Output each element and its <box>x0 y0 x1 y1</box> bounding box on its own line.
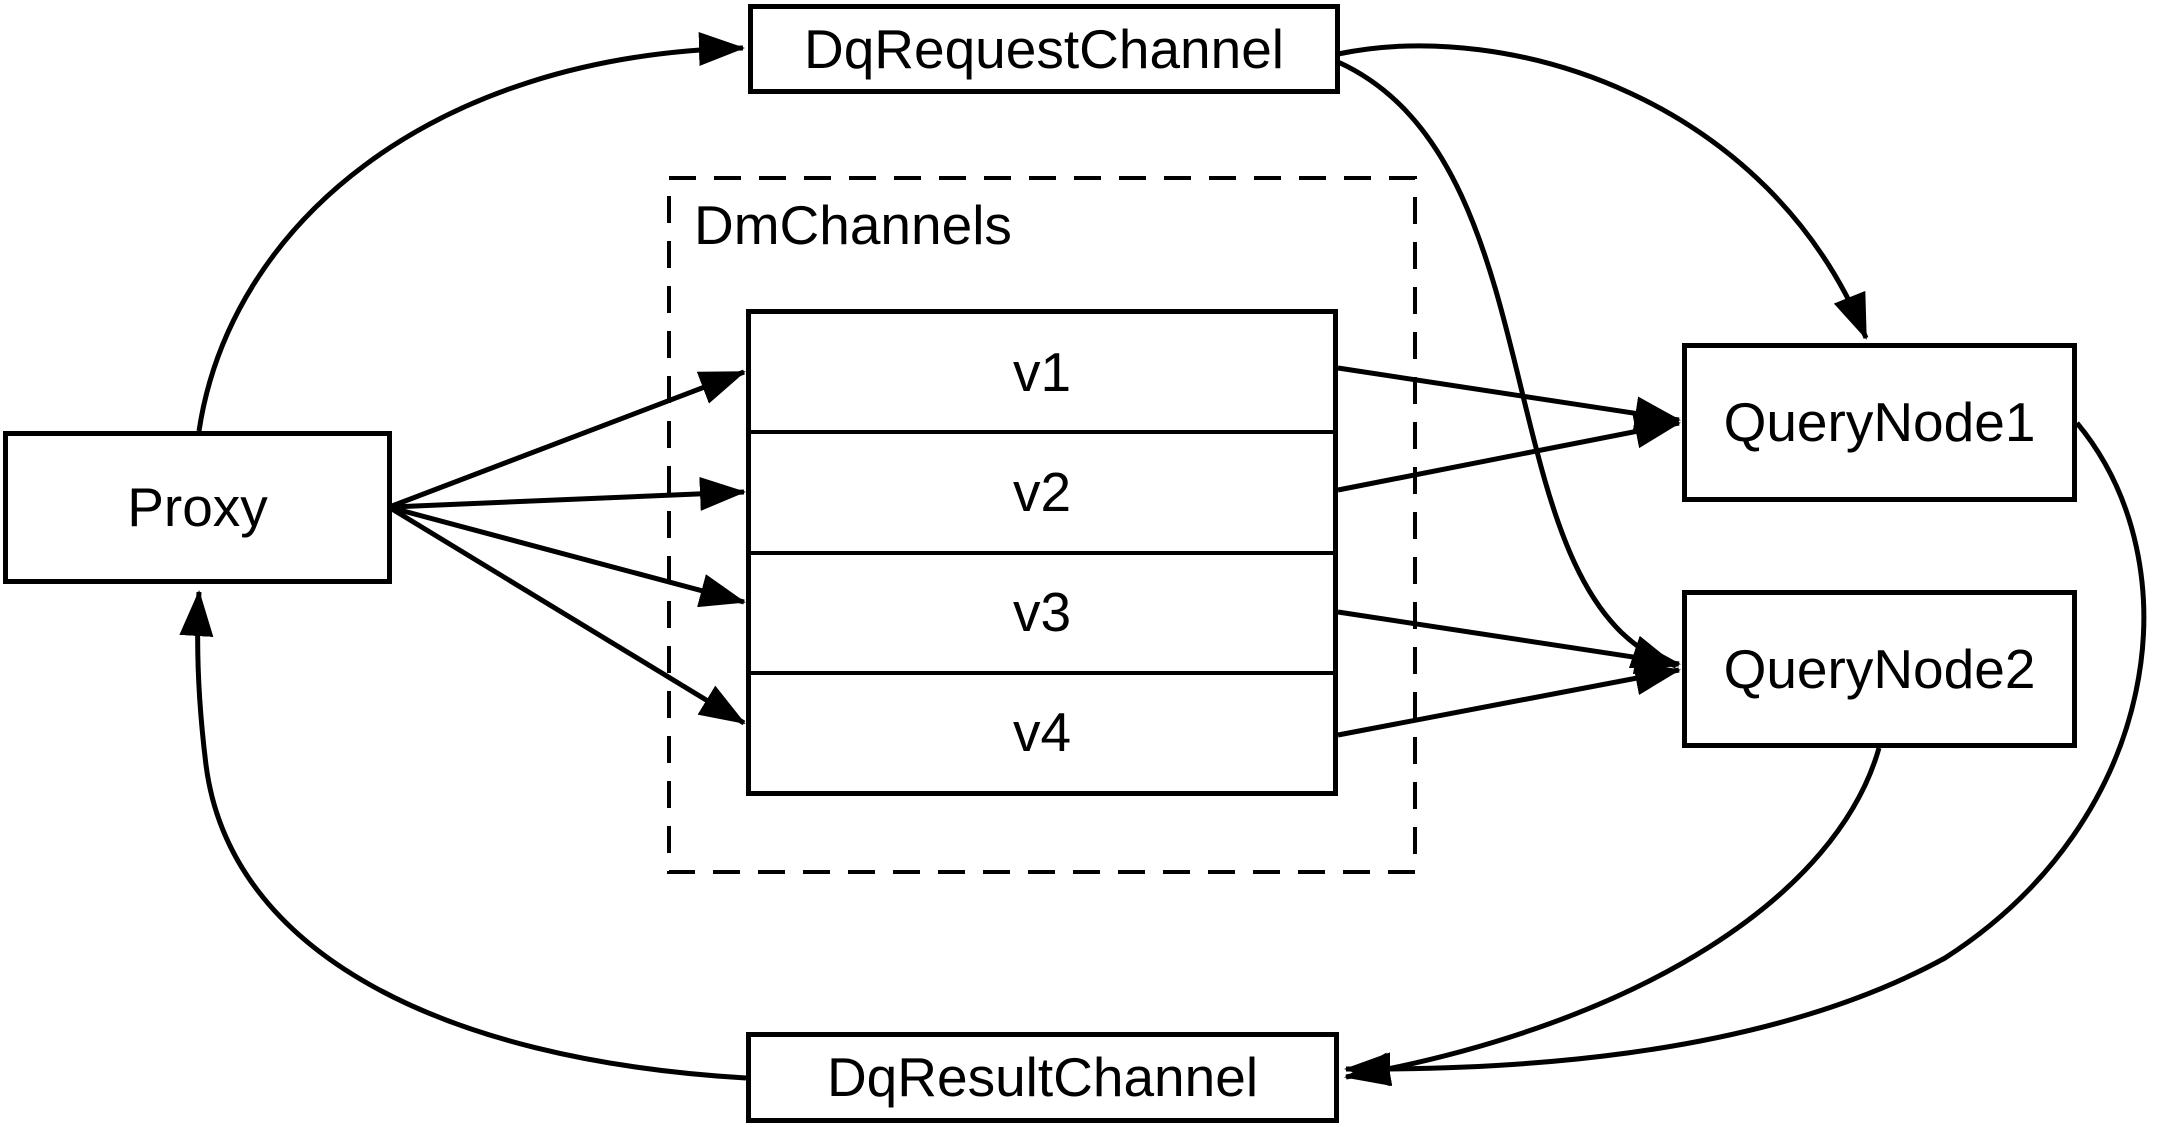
node-dq-result-channel-label: DqResultChannel <box>826 1046 1259 1108</box>
channel-row-v1: v1 <box>751 314 1333 430</box>
edge-dq-request-channel-to-query-node-1 <box>1337 43 1869 340</box>
edge-proxy-to-v3 <box>391 505 746 608</box>
node-query-node-1-label: QueryNode1 <box>1723 391 2036 453</box>
channel-v4-label: v4 <box>1012 701 1072 764</box>
channel-v1-label: v1 <box>1012 340 1072 403</box>
edge-proxy-to-dq-request-channel <box>196 32 745 432</box>
node-query-node-2-label: QueryNode2 <box>1723 637 2036 700</box>
dm-channels-group-label: DmChannels <box>694 194 1012 256</box>
channel-v2-label: v2 <box>1012 460 1072 523</box>
node-query-node-2: QueryNode2 <box>1682 590 2077 748</box>
edge-proxy-to-v4 <box>390 506 746 726</box>
edge-v1-to-query-node-1 <box>1337 365 1681 431</box>
node-proxy-label: Proxy <box>127 476 268 538</box>
edge-v2-to-query-node-1 <box>1337 414 1681 493</box>
edge-proxy-to-v2 <box>391 476 746 511</box>
channel-v3-label: v3 <box>1012 581 1072 644</box>
edge-v4-to-query-node-2 <box>1337 661 1681 738</box>
edge-query-node-2-to-dq-result-channel <box>1344 747 1882 1087</box>
edge-dq-result-channel-to-proxy <box>179 590 747 1081</box>
node-proxy: Proxy <box>3 431 392 584</box>
channel-row-v2: v2 <box>751 430 1333 550</box>
node-dq-result-channel: DqResultChannel <box>746 1032 1339 1123</box>
node-query-node-1: QueryNode1 <box>1682 343 2077 502</box>
channel-row-v3: v3 <box>751 550 1333 671</box>
node-dq-request-channel: DqRequestChannel <box>748 4 1340 94</box>
edge-dq-request-channel-to-query-node-2 <box>1336 59 1678 669</box>
channel-row-v4: v4 <box>751 670 1333 791</box>
node-dm-channels-stack: v1 v2 v3 v4 <box>746 309 1338 796</box>
edge-proxy-to-v1 <box>391 369 746 509</box>
node-dq-request-channel-label: DqRequestChannel <box>803 17 1285 80</box>
edge-v3-to-query-node-2 <box>1337 609 1681 675</box>
